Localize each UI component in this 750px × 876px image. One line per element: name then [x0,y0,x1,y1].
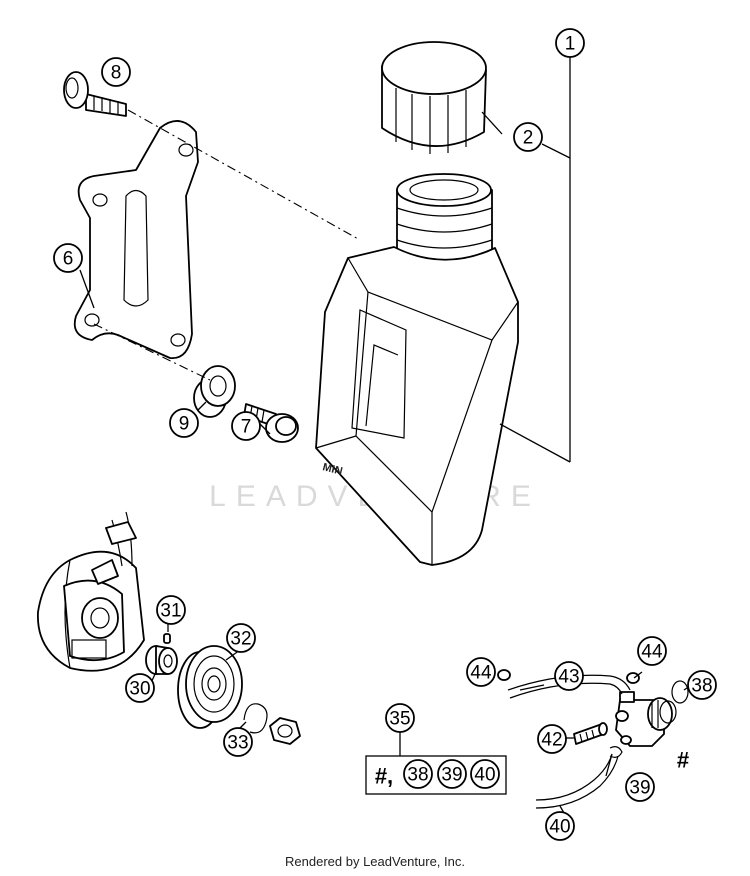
oil-hose-lower [535,753,619,809]
callout-8: 8 [101,57,131,87]
svg-text:7: 7 [241,417,252,438]
pump-screw [573,722,608,745]
hose-clip-left [497,669,511,681]
kit-box: #, [365,755,507,795]
flange-bolt [243,403,299,443]
oil-tank-cap [381,41,487,154]
svg-text:40: 40 [474,765,495,786]
callout-40: 40 [545,811,575,841]
svg-text:8: 8 [111,63,122,84]
o-ring [671,680,689,704]
oil-tank: MIN [315,173,519,566]
callout-44-left: 44 [466,657,496,687]
leader-lines [79,57,691,821]
callout-7: 7 [231,411,261,441]
callout-38: 38 [687,670,717,700]
tank-min-label: MIN [321,461,344,478]
oil-hose-upper [507,674,631,699]
hose-clip-right [626,672,640,684]
callout-42: 42 [537,724,567,754]
bushing [145,645,178,675]
svg-text:43: 43 [558,667,579,688]
hose-clamp [609,746,623,758]
kit-prefix: #, [375,764,393,789]
kit-callout-38: 38 [403,759,433,789]
callout-30: 30 [125,673,155,703]
svg-text:1: 1 [565,34,576,55]
pin [163,633,171,644]
callout-39: 39 [625,772,655,802]
callout-35: 35 [385,703,415,733]
pump-hash-label: # [677,748,689,773]
callout-44-right: 44 [637,636,667,666]
svg-text:33: 33 [227,733,248,754]
svg-text:32: 32 [230,629,251,650]
svg-text:31: 31 [160,601,181,622]
callout-32: 32 [226,623,256,653]
mounting-bracket [73,120,199,359]
svg-text:9: 9 [179,414,190,435]
svg-text:2: 2 [523,128,534,149]
svg-text:39: 39 [441,765,462,786]
callout-1: 1 [555,28,585,58]
svg-text:38: 38 [407,765,428,786]
oil-pump [615,691,677,747]
ignition-housing [37,511,145,672]
circlip [243,703,268,734]
kit-callout-40: 40 [470,759,500,789]
svg-text:30: 30 [129,679,150,700]
svg-text:44: 44 [641,642,663,663]
svg-text:38: 38 [691,676,712,697]
callout-2: 2 [513,122,543,152]
footer-credit: Rendered by LeadVenture, Inc. [285,854,465,869]
bolt [63,71,127,117]
callout-6: 6 [53,243,83,273]
callout-33: 33 [223,727,253,757]
grommet [193,365,236,418]
callout-31: 31 [156,595,186,625]
svg-text:35: 35 [389,709,410,730]
kit-callout-39: 39 [437,759,467,789]
nut [269,717,301,745]
callout-9: 9 [169,408,199,438]
callout-43: 43 [554,661,584,691]
svg-text:42: 42 [541,730,562,751]
svg-text:40: 40 [549,817,570,838]
svg-text:6: 6 [63,249,74,270]
svg-text:44: 44 [470,663,492,684]
pulley [177,645,243,729]
svg-text:39: 39 [629,778,650,799]
